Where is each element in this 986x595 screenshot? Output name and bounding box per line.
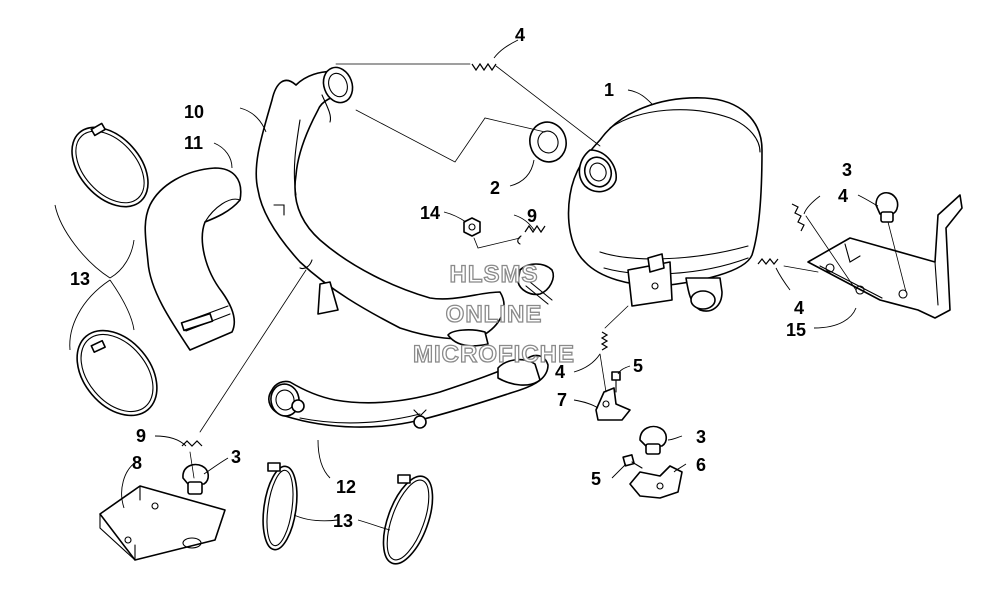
callout-3-lower-right: 3	[696, 427, 706, 447]
callout-4-center: 4	[555, 362, 565, 382]
watermark-line-1: HLSMS	[450, 261, 539, 288]
spring-middle	[517, 224, 546, 245]
assembly-lines	[189, 63, 907, 479]
bolt-lower	[622, 454, 643, 469]
bolt-upper	[611, 371, 621, 393]
callout-15: 15	[786, 320, 806, 340]
bracket-plate-left	[99, 485, 226, 561]
callout-3-lower-left: 3	[231, 447, 241, 467]
clamp-ring-lower-right	[382, 474, 434, 565]
callout-7: 7	[557, 390, 567, 410]
clamp-ring-upper-left	[71, 122, 149, 208]
callout-12: 12	[336, 477, 356, 497]
spring-top	[471, 62, 497, 72]
callout-9-lower-left: 9	[136, 426, 146, 446]
clamp-ring-lower-middle	[262, 462, 298, 551]
callout-labels: 1 2 3 3 3 4 4 4 4 5 5 6 7 8 9 9 10 11 12…	[70, 25, 852, 531]
bracket-small-6	[629, 465, 683, 499]
watermark: HLSMS ONLINE MICROFICHE	[412, 260, 575, 368]
rear-exhaust-pipe	[268, 354, 549, 429]
callout-4-right-upper: 4	[838, 186, 848, 206]
callout-9-middle: 9	[527, 206, 537, 226]
spring-right-lower	[757, 258, 779, 265]
header-pipe	[255, 66, 505, 347]
callout-6: 6	[696, 455, 706, 475]
grommet-upper-right	[875, 191, 899, 223]
callout-13-left: 13	[70, 269, 90, 289]
callout-4-top: 4	[515, 25, 525, 45]
spring-right-upper	[791, 203, 805, 232]
gasket-ring	[529, 121, 567, 163]
grommet-lower-left	[182, 463, 210, 495]
callout-8: 8	[132, 453, 142, 473]
callout-2: 2	[490, 178, 500, 198]
tailpipe-boot	[144, 167, 242, 351]
watermark-line-2: ONLINE	[446, 301, 543, 328]
spring-clamp-center	[517, 263, 555, 305]
nut	[463, 217, 481, 237]
callout-13-bottom: 13	[333, 511, 353, 531]
callout-10: 10	[184, 102, 204, 122]
callout-5-upper: 5	[633, 356, 643, 376]
callout-leaders	[54, 39, 879, 531]
callout-5-lower: 5	[591, 469, 601, 489]
spring-center	[600, 331, 609, 351]
callout-3-upper: 3	[842, 160, 852, 180]
callout-14: 14	[420, 203, 440, 223]
watermark-line-3: MICROFICHE	[413, 341, 575, 368]
grommet-lower-right	[639, 425, 668, 455]
bracket-small-7	[595, 387, 631, 421]
muffler	[567, 97, 763, 312]
spring-lower-left	[181, 440, 203, 447]
clamp-ring-lower-left	[76, 329, 158, 417]
callout-11: 11	[184, 133, 203, 153]
callout-1: 1	[604, 80, 614, 100]
callout-4-right-lower: 4	[794, 298, 804, 318]
